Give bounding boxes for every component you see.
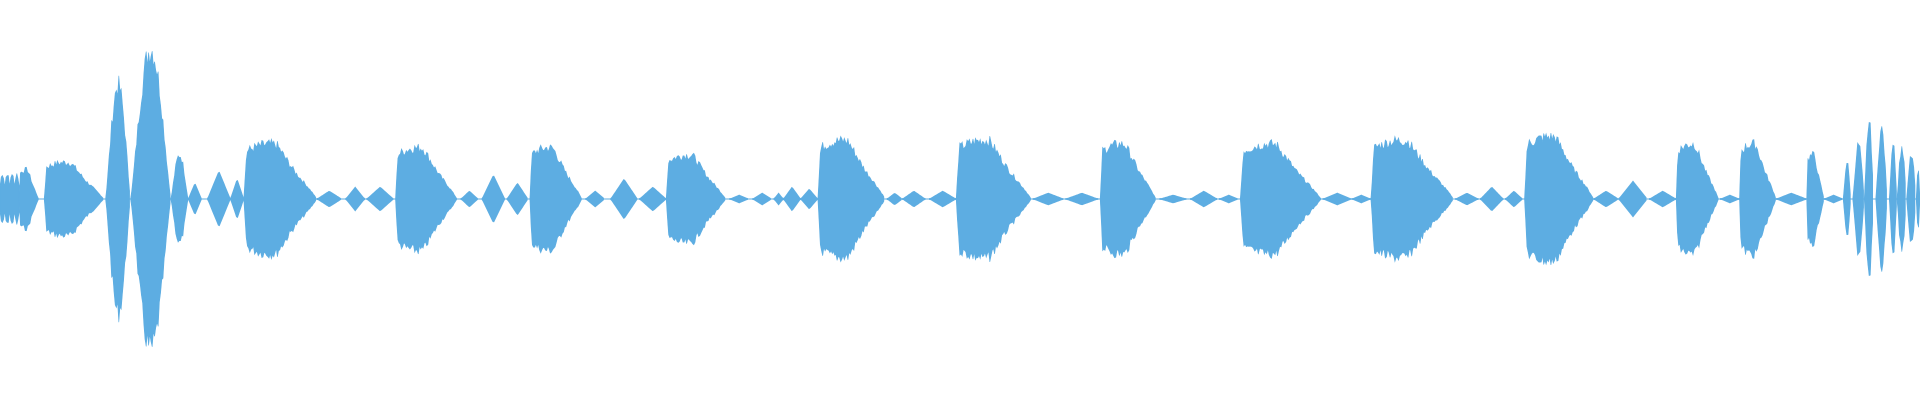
waveform-bars	[0, 51, 1920, 347]
waveform-segment-diamond	[1322, 192, 1351, 206]
waveform-segment-blob	[1370, 135, 1453, 263]
waveform-segment-diamond	[929, 190, 956, 208]
waveform-segment-diamond	[610, 178, 638, 220]
waveform-segment-spindle	[1864, 121, 1873, 277]
waveform-segment-blob	[1099, 139, 1156, 259]
waveform-segment-blob	[43, 159, 104, 239]
waveform-segment-diamond	[1505, 190, 1523, 208]
waveform-segment-blob	[665, 152, 726, 246]
waveform-segment-diamond	[1218, 194, 1238, 204]
waveform-segment-diamond	[1159, 194, 1187, 204]
waveform-segment-diamond	[1618, 180, 1647, 218]
waveform-segment-diamond	[1032, 192, 1064, 206]
waveform-segment-diamond	[639, 186, 667, 212]
waveform-segment-blob	[817, 135, 885, 263]
waveform-segment-diamond	[800, 188, 818, 210]
waveform-segment-diamond	[460, 190, 478, 208]
waveform-segment-blob	[243, 137, 317, 261]
waveform-segment-blob	[1739, 139, 1776, 259]
waveform-segment-diamond	[506, 182, 528, 216]
waveform-segment-diamond	[886, 193, 902, 205]
waveform-segment-diamond	[1455, 192, 1479, 206]
waveform-segment-diamond	[1190, 190, 1218, 208]
waveform-segment-blob	[1806, 150, 1824, 248]
waveform-segment-diamond	[1775, 192, 1807, 206]
waveform-segment-diamond	[187, 183, 202, 215]
waveform-segment-blob	[1240, 139, 1321, 259]
waveform-segment-diamond	[729, 194, 748, 204]
waveform-segment-diamond	[366, 186, 394, 212]
waveform-segment-blob	[18, 166, 39, 232]
waveform-segment-spindle	[1852, 141, 1864, 257]
waveform-segment-blob	[395, 143, 457, 255]
waveform-segment-diamond	[902, 190, 926, 208]
waveform-segment-spindle	[1896, 146, 1906, 252]
waveform-segment-spindle	[105, 75, 130, 323]
waveform-segment-diamond	[1593, 190, 1618, 208]
waveform-segment-blob	[529, 144, 582, 254]
waveform-segment-dots	[0, 173, 20, 225]
waveform-segment-diamond	[783, 186, 801, 212]
waveform-segment-spindle	[170, 155, 188, 243]
waveform-segment-diamond	[752, 192, 771, 206]
waveform-segment-diamond	[1480, 187, 1504, 211]
waveform-segment-diamond	[481, 175, 505, 223]
waveform-segment-spindle	[1842, 162, 1851, 236]
waveform-segment-spindle	[130, 51, 171, 347]
waveform-segment-blob	[955, 135, 1031, 263]
waveform-segment-diamond	[585, 190, 604, 208]
waveform-segment-diamond	[1649, 190, 1676, 208]
waveform-segment-diamond	[345, 186, 366, 212]
waveform-segment-spindle	[1875, 126, 1887, 272]
waveform-segment-blob	[1524, 132, 1594, 266]
waveform-segment-blob	[1675, 142, 1719, 256]
waveform-segment-spindle	[1889, 144, 1897, 254]
waveform-segment-diamond	[1065, 192, 1099, 206]
waveform-segment-spindle	[1906, 156, 1916, 242]
waveform-segment-diamond	[1823, 194, 1843, 204]
waveform-segment-diamond	[316, 190, 342, 208]
